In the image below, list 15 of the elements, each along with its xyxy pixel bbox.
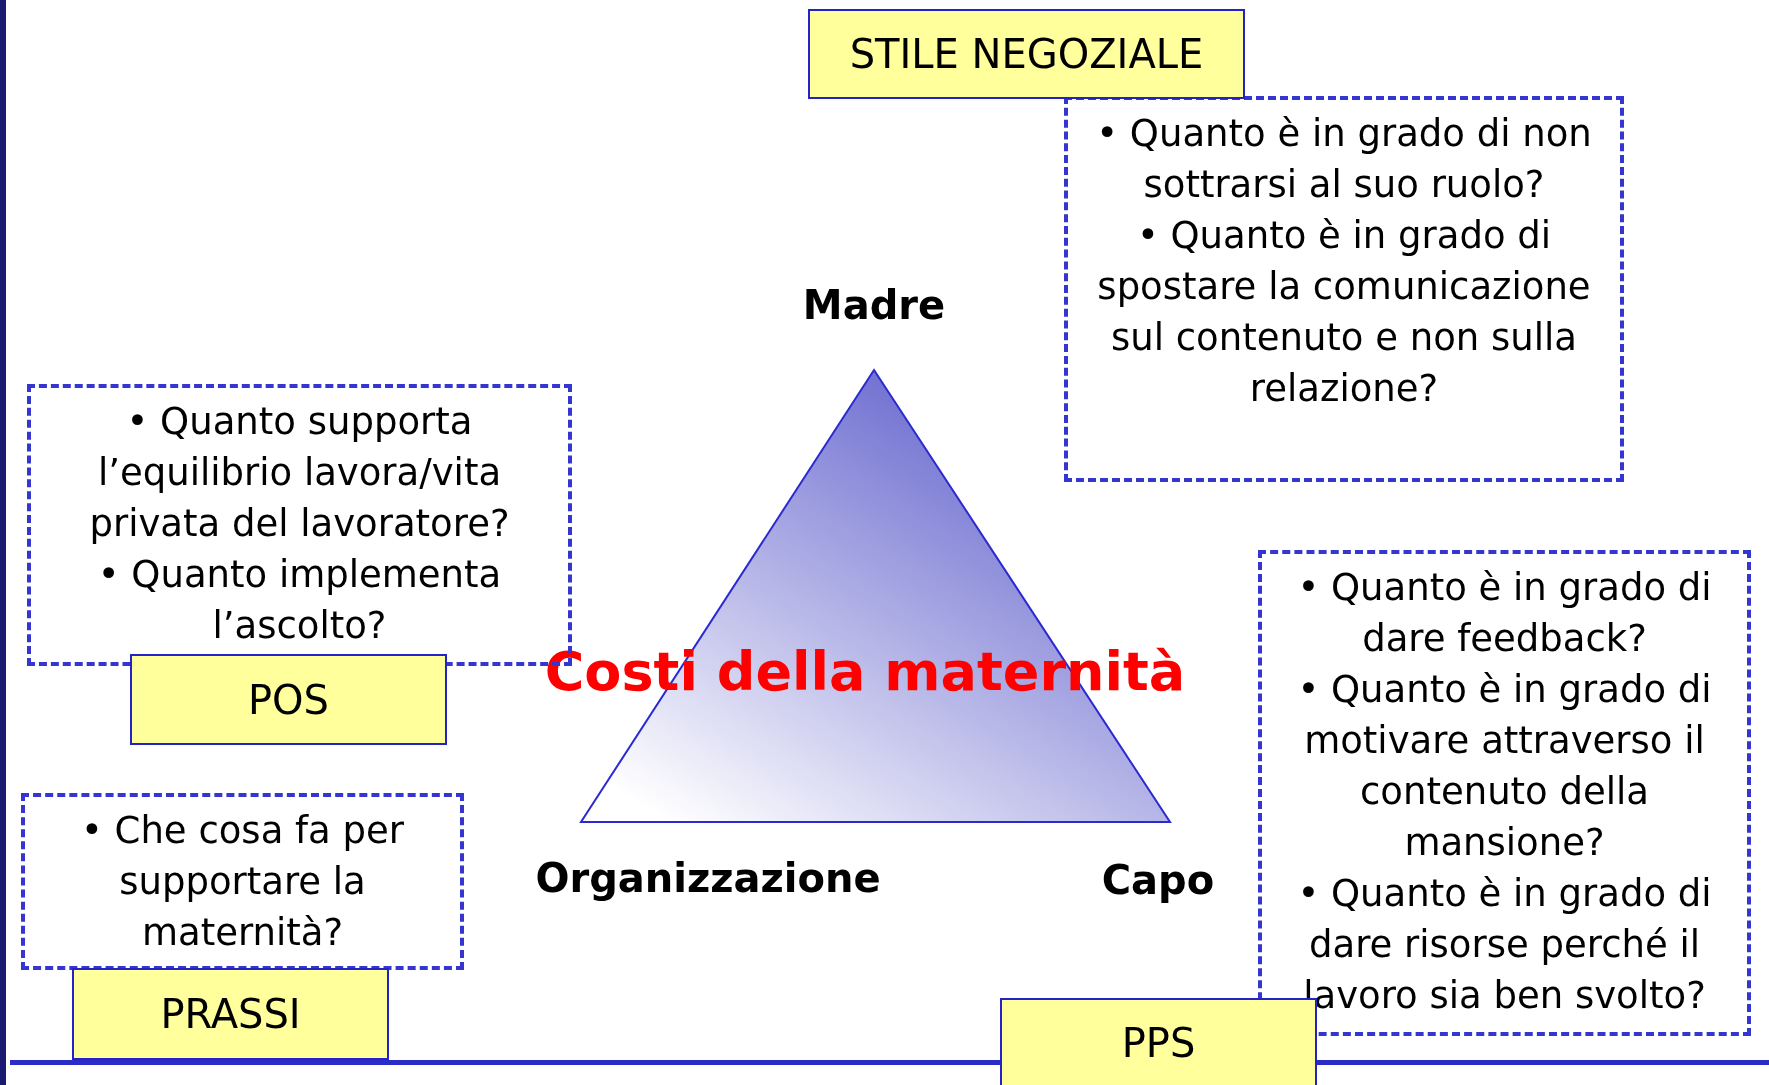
bullet-question: • Quanto è in grado di spostare la comunicazione sul contenuto e non sulla relazione? (1096, 213, 1592, 412)
bullet-question: • Quanto implementa l’ascolto? (96, 552, 503, 649)
heading-label: STILE NEGOZIALE (808, 9, 1245, 99)
vertex-label: Capo (1101, 857, 1215, 903)
bullet-question: • Che cosa fa per supportare la maternità? (80, 808, 405, 956)
bullet-question: • Quanto è in grado di motivare attraverso il contenuto della mansione? (1296, 667, 1713, 866)
vertex-label: Madre (802, 282, 946, 328)
bullet-question: • Quanto supporta l’equilibrio lavora/vita privata del lavoratore? (88, 399, 511, 547)
vertex-label: Organizzazione (535, 855, 881, 901)
heading-label: PRASSI (72, 968, 389, 1060)
heading-label: PPS (1000, 998, 1317, 1085)
question-box (1064, 96, 1624, 482)
bullet-question: • Quanto è in grado di non sottrarsi al suo ruolo? (1095, 111, 1593, 208)
heading-label: POS (130, 654, 447, 745)
bullet-question: • Quanto è in grado di dare feedback? (1296, 565, 1713, 662)
